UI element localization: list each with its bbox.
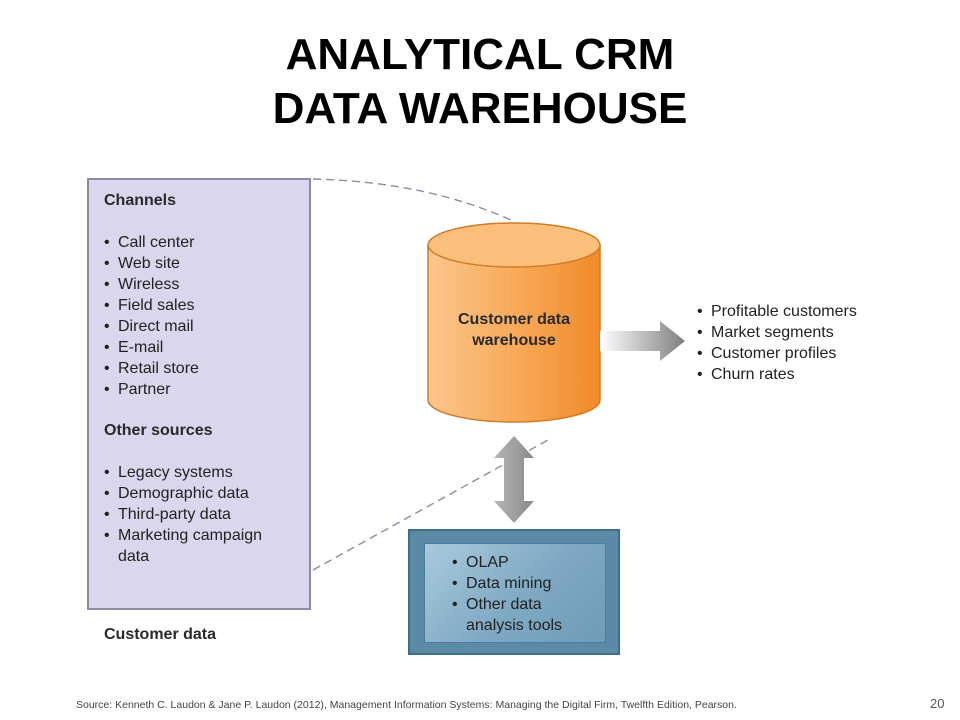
bidirectional-arrow xyxy=(494,436,534,523)
list-item: OLAP xyxy=(452,552,602,573)
list-item: Third-party data xyxy=(104,504,294,525)
list-item: Call center xyxy=(104,232,199,253)
other-sources-heading: Other sources xyxy=(104,422,213,439)
list-item: E-mail xyxy=(104,337,199,358)
list-item: Retail store xyxy=(104,358,199,379)
warehouse-label-line-1: Customer data xyxy=(457,311,571,328)
list-item: Market segments xyxy=(697,322,857,343)
list-item: Marketing campaign data xyxy=(104,525,294,567)
list-item: Field sales xyxy=(104,295,199,316)
list-item: Other data analysis tools xyxy=(452,594,602,636)
warehouse-label-line-2: warehouse xyxy=(472,332,556,349)
list-item: Customer profiles xyxy=(697,343,857,364)
channels-list: Call center Web site Wireless Field sale… xyxy=(104,232,199,400)
outputs-list: Profitable customers Market segments Cus… xyxy=(697,301,857,385)
list-item: Wireless xyxy=(104,274,199,295)
title-line-2: DATA WAREHOUSE xyxy=(272,84,688,133)
slide-title: ANALYTICAL CRM DATA WAREHOUSE xyxy=(0,28,960,136)
list-item: Profitable customers xyxy=(697,301,857,322)
list-item: Direct mail xyxy=(104,316,199,337)
list-item: Data mining xyxy=(452,573,602,594)
list-item: Legacy systems xyxy=(104,462,294,483)
source-citation: Source: Kenneth C. Laudon & Jane P. Laud… xyxy=(76,699,737,711)
list-item: Demographic data xyxy=(104,483,294,504)
channels-heading: Channels xyxy=(104,192,177,209)
warehouse-label: Customer data warehouse xyxy=(428,309,600,351)
list-item: Partner xyxy=(104,379,199,400)
warehouse-cylinder xyxy=(427,222,601,423)
list-item: Web site xyxy=(104,253,199,274)
output-arrow xyxy=(600,321,685,361)
list-item: Churn rates xyxy=(697,364,857,385)
customer-data-caption: Customer data xyxy=(104,626,217,643)
dashed-connector-top xyxy=(312,178,516,223)
page-number: 20 xyxy=(930,696,945,711)
title-line-1: ANALYTICAL CRM xyxy=(285,30,675,79)
tools-list: OLAP Data mining Other data analysis too… xyxy=(452,552,602,636)
other-sources-list: Legacy systems Demographic data Third-pa… xyxy=(104,462,294,567)
